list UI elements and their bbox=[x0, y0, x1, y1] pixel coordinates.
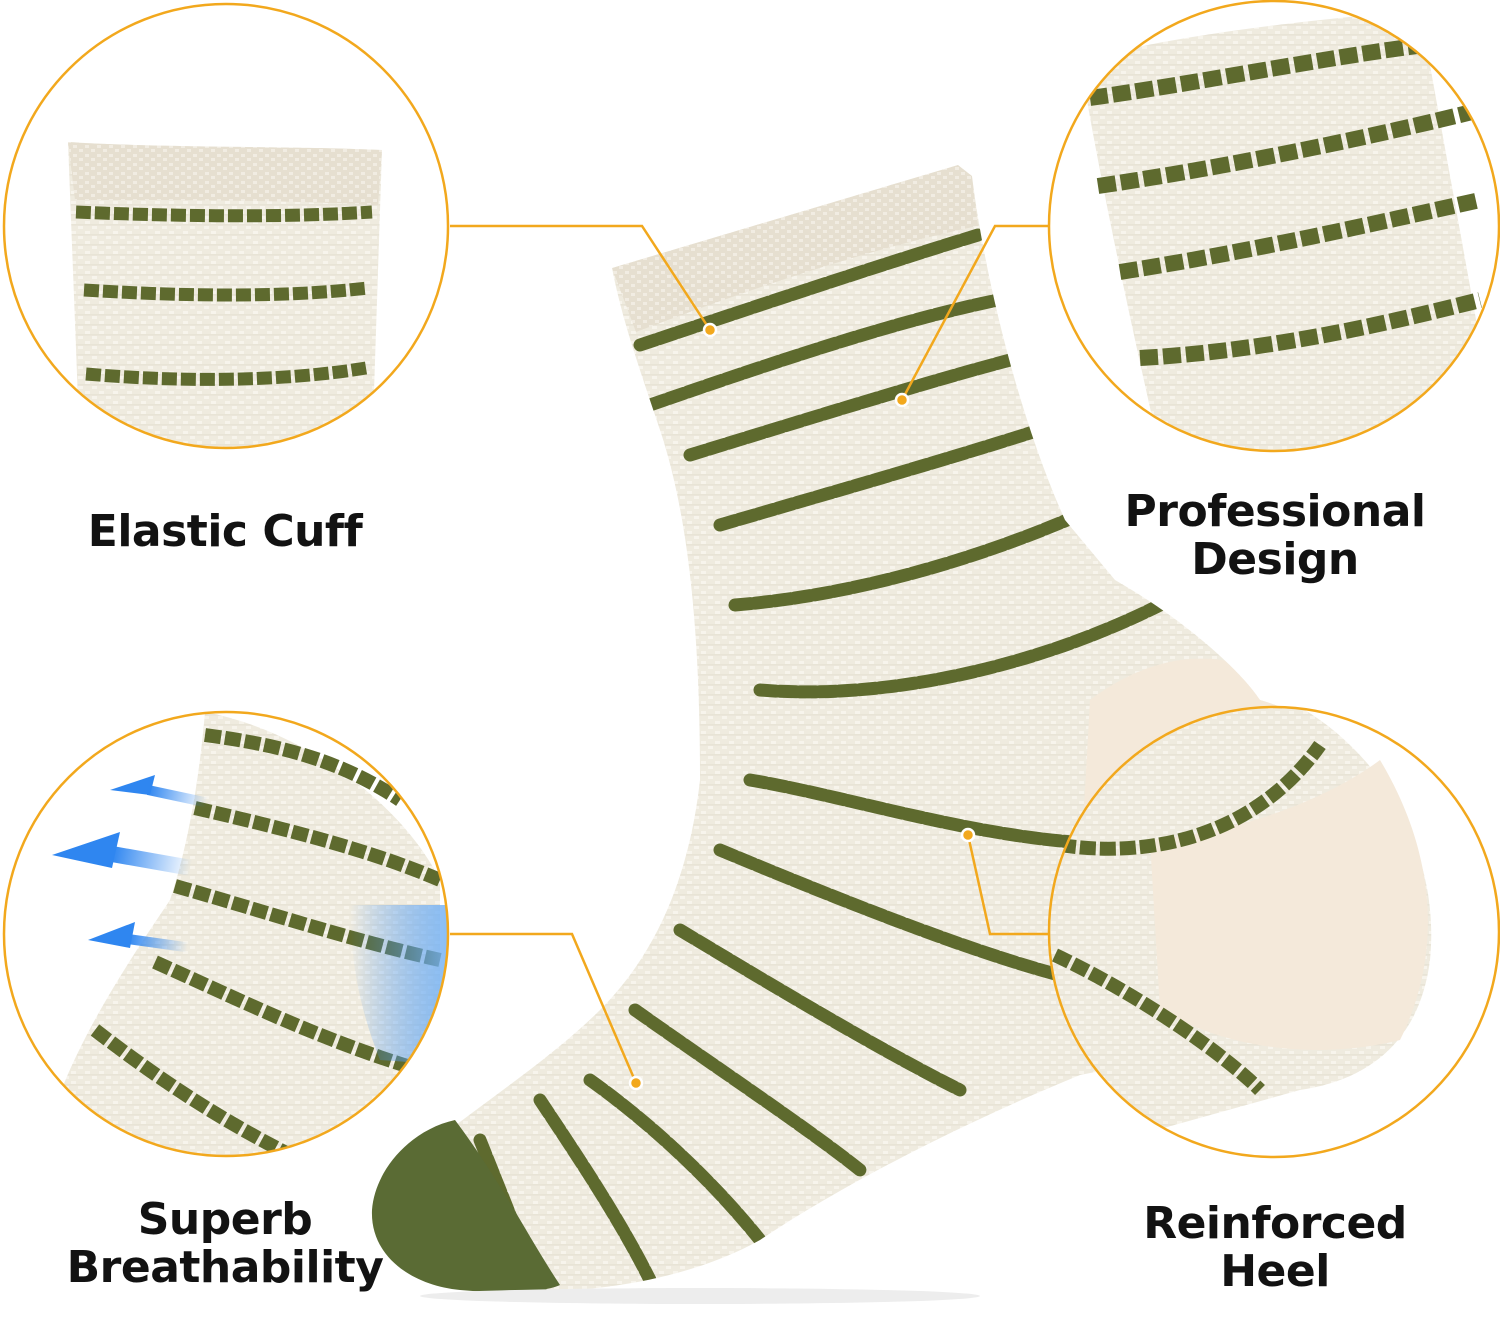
elastic-cuff-label: Elastic Cuff bbox=[60, 508, 390, 556]
elastic-cuff-label-line1: Elastic Cuff bbox=[87, 506, 363, 557]
breathability-detail-circle bbox=[2, 710, 450, 1158]
cuff-detail-circle bbox=[2, 2, 450, 450]
reinforced-heel-label-line1: Reinforced bbox=[1143, 1198, 1407, 1249]
superb-breathability-label-line1: Superb bbox=[137, 1194, 313, 1245]
heel-detail-circle bbox=[1047, 705, 1500, 1159]
professional-design-label: Professional Design bbox=[1110, 488, 1440, 584]
professional-design-label-line1: Professional bbox=[1124, 486, 1426, 537]
reinforced-heel-label: Reinforced Heel bbox=[1110, 1200, 1440, 1296]
callout-dots bbox=[628, 322, 976, 1091]
reinforced-heel-label-line2: Heel bbox=[1220, 1246, 1330, 1297]
superb-breathability-label-line2: Breathability bbox=[66, 1242, 384, 1293]
airflow-arrows-icon bbox=[52, 775, 208, 953]
design-detail-circle bbox=[1047, 0, 1500, 453]
professional-design-label-line2: Design bbox=[1191, 534, 1359, 585]
callout-lines bbox=[450, 224, 1050, 1084]
superb-breathability-label: Superb Breathability bbox=[60, 1196, 390, 1292]
